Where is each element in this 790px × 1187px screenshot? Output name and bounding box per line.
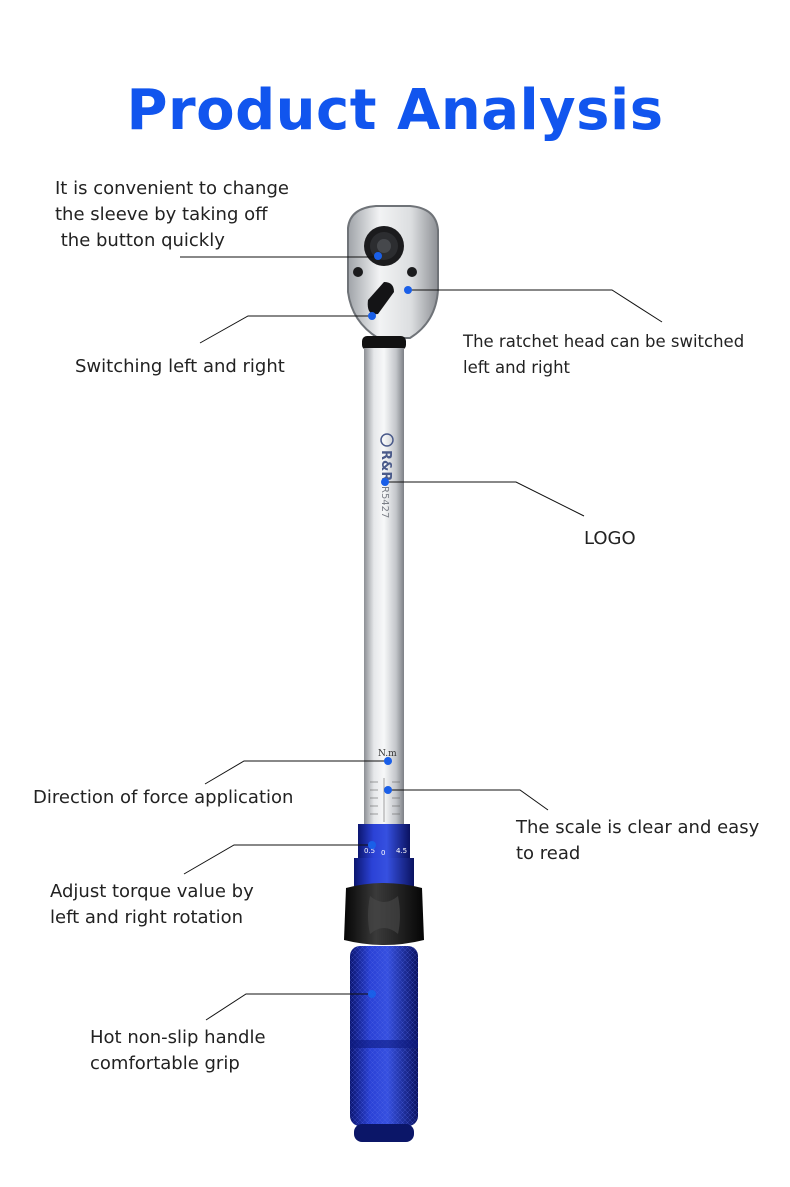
wrench-shaft [364,348,404,778]
marker-dots [368,252,412,998]
callout-ratchet-head: The ratchet head can be switched left an… [463,332,745,377]
svg-text:R&R: R&R [378,450,393,481]
page-title: Product Analysis [126,78,664,143]
grip-handle [350,946,418,1142]
callout-scale: The scale is clear and easy to read [516,817,760,864]
scale-center-value: 0 [381,849,385,857]
scale-right-value: 4.5 [396,847,407,855]
unit-label: N.m [378,749,397,759]
head-collar [362,336,406,350]
adjust-collar [358,824,410,860]
callout-logo: LOGO [584,528,636,549]
callout-direction-of-force: Direction of force application [33,787,294,808]
scale-left-value: 0.5 [364,847,375,855]
svg-text:R5427: R5427 [379,486,390,518]
callout-leader-lines [180,256,663,1021]
ratchet-head [347,205,439,339]
callout-switching: Switching left and right [75,356,285,377]
callout-handle: Hot non-slip handle comfortable grip [90,1027,266,1074]
callout-adjust-torque: Adjust torque value by left and right ro… [50,881,254,928]
callout-quick-release-button: It is convenient to change the sleeve by… [55,178,289,251]
brand-logo: R&R R5427 [378,433,394,518]
